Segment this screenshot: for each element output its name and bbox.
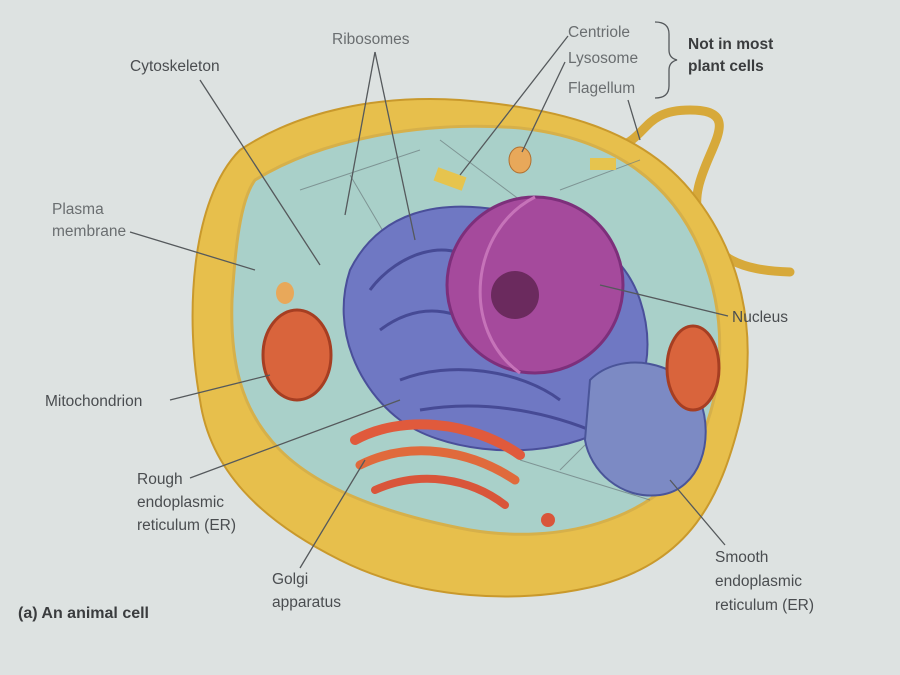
label-plasma-membrane-2: membrane [52, 223, 127, 240]
label-mitochondrion: Mitochondrion [45, 393, 143, 410]
label-lysosome: Lysosome [568, 50, 639, 67]
figure-caption: (a) An animal cell [18, 605, 149, 622]
label-smooth-er-1: Smooth [715, 549, 769, 566]
label-golgi-1: Golgi [272, 571, 309, 588]
label-smooth-er-2: endoplasmic [715, 573, 803, 590]
label-not-in-plant-2: plant cells [688, 58, 764, 75]
mitochondrion-right [665, 324, 721, 412]
label-ribosomes: Ribosomes [332, 31, 410, 48]
mitochondrion [261, 308, 333, 402]
label-cytoskeleton: Cytoskeleton [130, 58, 220, 75]
label-rough-er-3: reticulum (ER) [137, 517, 237, 534]
golgi-apparatus [350, 419, 525, 509]
label-not-in-plant-1: Not in most [688, 36, 774, 53]
label-flagellum: Flagellum [568, 80, 636, 97]
label-centriole: Centriole [568, 24, 631, 41]
lysosome [508, 146, 532, 174]
label-plasma-membrane-1: Plasma [52, 201, 104, 218]
label-rough-er-2: endoplasmic [137, 494, 225, 511]
label-golgi-2: apparatus [272, 594, 341, 611]
centriole [433, 167, 467, 191]
label-smooth-er-3: reticulum (ER) [715, 597, 815, 614]
label-rough-er-1: Rough [137, 471, 183, 488]
leader-lines [129, 21, 729, 569]
nucleolus [491, 271, 539, 319]
label-nucleus: Nucleus [732, 309, 788, 326]
